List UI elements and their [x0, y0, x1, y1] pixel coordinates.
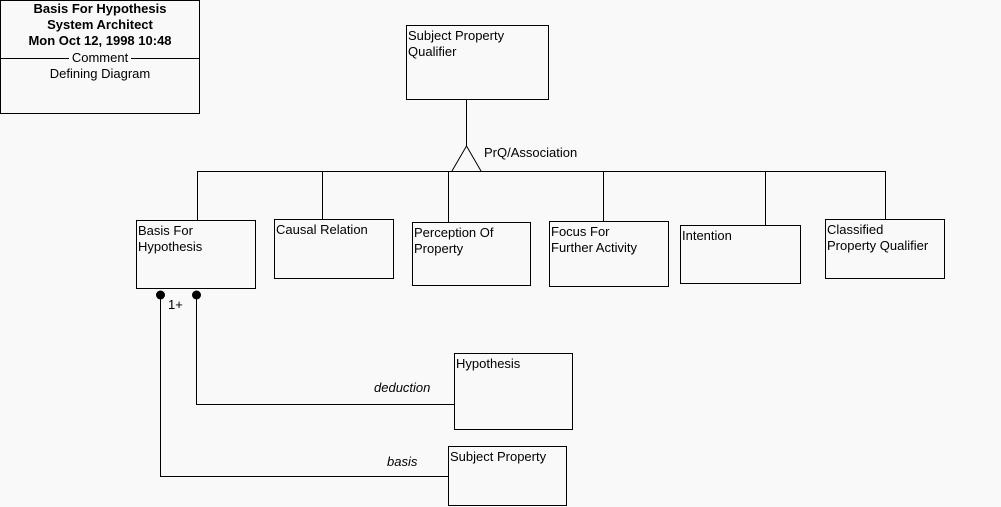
entity-subject-property[interactable]: Subject Property — [448, 446, 567, 506]
entity-perception-of-property[interactable]: Perception Of Property — [412, 222, 531, 286]
deduction-line — [196, 295, 454, 405]
basis-label: basis — [387, 454, 418, 469]
entity-classified-property-qualifier[interactable]: Classified Property Qualifier — [825, 219, 945, 279]
title-block: Basis For Hypothesis System Architect Mo… — [0, 0, 200, 114]
entity-intention[interactable]: Intention — [680, 225, 801, 284]
supertype-triangle-icon — [451, 145, 482, 172]
basis-line — [160, 295, 448, 477]
entity-causal-relation[interactable]: Causal Relation — [274, 219, 394, 279]
date: Mon Oct 12, 1998 10:48 — [28, 33, 172, 48]
many-dot-icon — [192, 290, 201, 300]
many-dot-icon — [156, 290, 165, 300]
comment: Defining Diagram — [49, 66, 151, 81]
supertype-label: PrQ/Association — [484, 145, 578, 160]
diagram-title: Basis For Hypothesis — [33, 1, 167, 16]
author: System Architect — [47, 17, 153, 32]
cardinality-label: 1+ — [168, 297, 183, 312]
entity-focus-for-further-activity[interactable]: Focus For Further Activity — [549, 221, 669, 287]
comment-label: Comment — [71, 50, 129, 65]
entity-hypothesis[interactable]: Hypothesis — [454, 353, 573, 430]
entity-subject-property-qualifier[interactable]: Subject Property Qualifier — [406, 25, 549, 100]
deduction-label: deduction — [374, 380, 431, 395]
entity-basis-for-hypothesis[interactable]: Basis For Hypothesis — [136, 220, 256, 289]
